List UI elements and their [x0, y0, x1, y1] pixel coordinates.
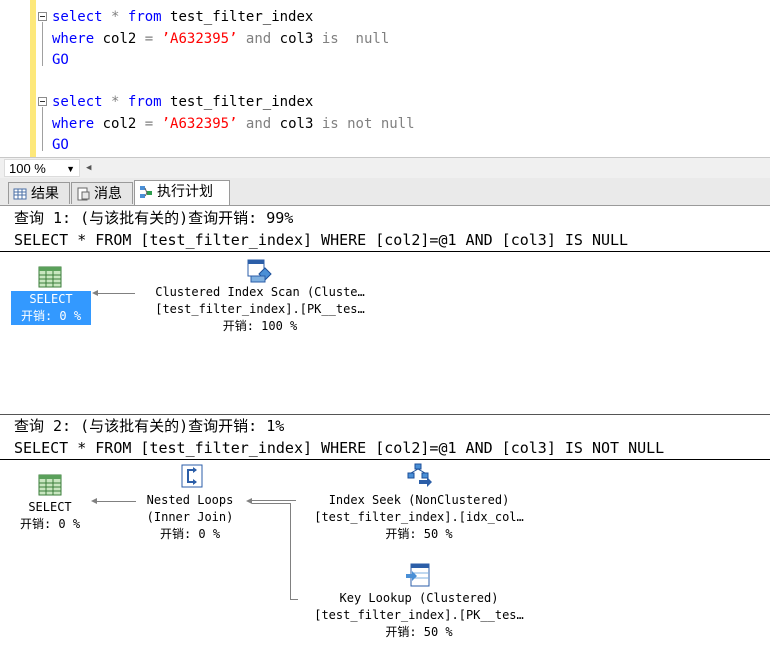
collapse-toggle-2[interactable] — [38, 97, 47, 106]
query1-sql: SELECT * FROM [test_filter_index] WHERE … — [14, 231, 629, 249]
nested-loops-label[interactable]: Nested Loops — [146, 493, 234, 507]
tab-execution-plan-label: 执行计划 — [157, 184, 213, 200]
key-lookup-object: [test_filter_index].[PK__tes… — [314, 608, 524, 622]
index-seek-cost: 开销: 50 % — [385, 527, 453, 541]
nested-loops-sub: (Inner Join) — [146, 510, 234, 524]
select-icon — [38, 474, 62, 496]
grid-icon — [13, 188, 27, 200]
edge-arrow-q1 — [92, 290, 98, 296]
zoom-bar: 100 % ▼ ◀ — [0, 157, 770, 179]
code-line-6: where col2 = ’A632395’ and col3 is not n… — [52, 116, 415, 132]
tab-results[interactable]: 结果 — [8, 182, 70, 204]
edge-loops-lookup-h2 — [290, 599, 298, 600]
query1-header: 查询 1: (与该批有关的)查询开销: 99% — [14, 209, 294, 227]
query2-header: 查询 2: (与该批有关的)查询开销: 1% — [14, 417, 285, 435]
clustered-index-scan-cost: 开销: 100 % — [222, 319, 298, 333]
edge-loops-lookup-h1 — [252, 503, 290, 504]
select-node-q1-label: SELECT — [29, 292, 73, 306]
select-node-q1[interactable]: SELECT 开销: 0 % — [11, 291, 91, 325]
select-node-q2-cost: 开销: 0 % — [19, 517, 81, 531]
index-seek-label[interactable]: Index Seek (NonClustered) — [328, 493, 510, 507]
execution-plan-pane[interactable]: 查询 1: (与该批有关的)查询开销: 99% SELECT * FROM [t… — [0, 206, 770, 652]
zoom-dropdown[interactable]: 100 % ▼ — [4, 159, 80, 177]
zoom-value: 100 % — [9, 161, 46, 176]
sql-editor[interactable]: select * from test_filter_index where co… — [0, 0, 770, 157]
plan-icon — [140, 186, 152, 198]
query2-top-separator — [0, 414, 770, 415]
change-tracking-margin — [30, 0, 36, 157]
code-line-7: GO — [52, 137, 69, 153]
nested-loops-icon — [181, 464, 203, 488]
tab-messages[interactable]: 消息 — [71, 182, 133, 204]
clustered-index-scan-object: [test_filter_index].[PK__tes… — [155, 302, 365, 316]
select-node-q2-label[interactable]: SELECT — [28, 500, 72, 514]
edge-select-loops — [96, 501, 136, 502]
edge-arrow-select-loops — [91, 498, 97, 504]
tab-results-label: 结果 — [31, 186, 59, 202]
nested-loops-cost: 开销: 0 % — [159, 527, 221, 541]
edge-loops-seek — [252, 500, 296, 501]
results-tab-bar: 结果 消息 执行计划 — [0, 178, 770, 206]
index-seek-icon — [407, 463, 432, 487]
query2-separator — [0, 459, 770, 460]
code-line-5: select * from test_filter_index — [52, 94, 314, 110]
outline-guide-1 — [42, 22, 43, 66]
edge-loops-lookup-v — [290, 503, 291, 599]
message-icon — [77, 187, 90, 201]
query2-sql: SELECT * FROM [test_filter_index] WHERE … — [14, 439, 665, 457]
outline-guide-2 — [42, 107, 43, 151]
code-line-2: where col2 = ’A632395’ and col3 is null — [52, 31, 390, 47]
select-node-q1-cost: 开销: 0 % — [20, 309, 82, 323]
query1-separator — [0, 251, 770, 252]
clustered-index-scan-icon — [247, 259, 272, 283]
tab-execution-plan[interactable]: 执行计划 — [134, 180, 230, 205]
key-lookup-label[interactable]: Key Lookup (Clustered) — [339, 591, 499, 605]
clustered-index-scan-label[interactable]: Clustered Index Scan (Cluste… — [155, 285, 365, 299]
edge-arrow-loops-seek — [246, 498, 252, 504]
key-lookup-icon — [406, 563, 430, 587]
tab-messages-label: 消息 — [94, 186, 122, 202]
select-icon — [38, 266, 62, 288]
code-line-1: select * from test_filter_index — [52, 9, 314, 25]
scroll-left-icon[interactable]: ◀ — [86, 163, 92, 173]
collapse-toggle-1[interactable] — [38, 12, 47, 21]
code-line-3: GO — [52, 52, 69, 68]
chevron-down-icon: ▼ — [66, 164, 75, 174]
key-lookup-cost: 开销: 50 % — [385, 625, 453, 639]
edge-q1 — [97, 293, 135, 294]
index-seek-object: [test_filter_index].[idx_col… — [314, 510, 524, 524]
